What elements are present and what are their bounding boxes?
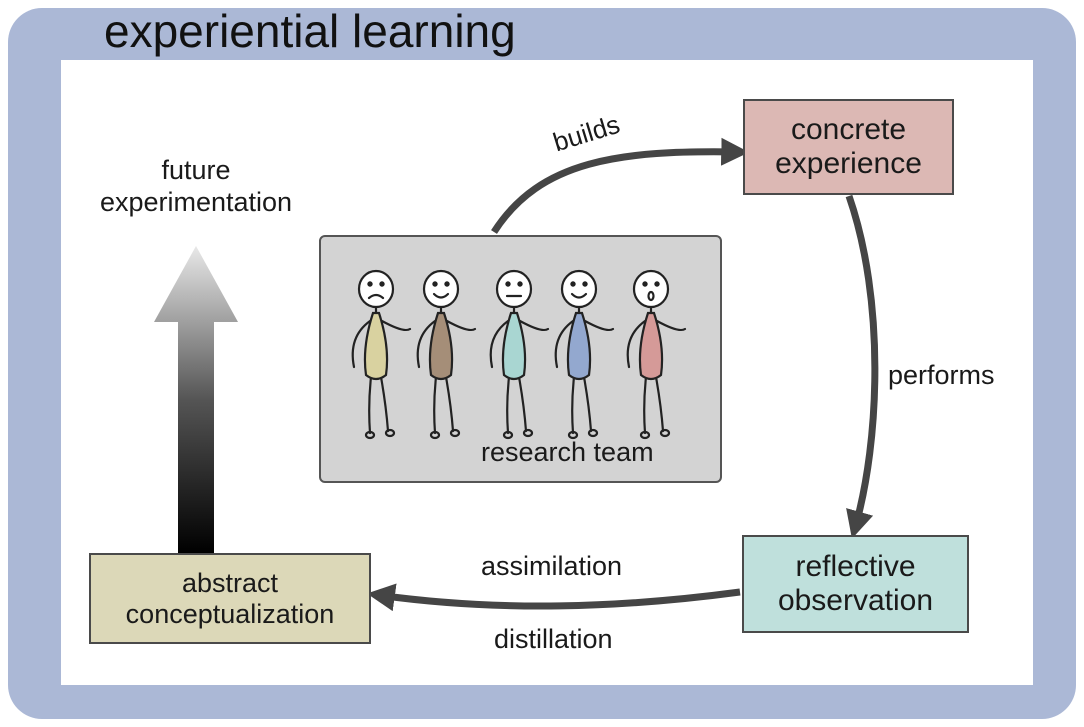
stick-figure <box>489 269 550 440</box>
research-team-label: research team <box>481 437 654 467</box>
builds-arrow <box>491 137 750 234</box>
performs-label: performs <box>888 360 995 390</box>
research-team-box <box>319 235 722 483</box>
abstract-conceptualization-node: abstract conceptualization <box>89 553 371 644</box>
assimilation-arrow <box>366 583 741 612</box>
distillation-label: distillation <box>494 624 613 654</box>
reflective-observation-node: reflective observation <box>742 535 969 633</box>
concrete-experience-node: concrete experience <box>743 99 954 195</box>
stick-figure <box>351 269 412 440</box>
stick-figures <box>351 269 687 440</box>
page-title: experiential learning <box>104 5 516 57</box>
future-arrow <box>154 246 238 553</box>
stick-figure <box>416 269 477 440</box>
stick-figure <box>554 269 615 440</box>
performs-arrow <box>845 194 879 539</box>
future-experimentation-label: future experimentation <box>99 155 293 218</box>
stick-figure <box>626 269 687 440</box>
assimilation-label: assimilation <box>481 551 623 581</box>
